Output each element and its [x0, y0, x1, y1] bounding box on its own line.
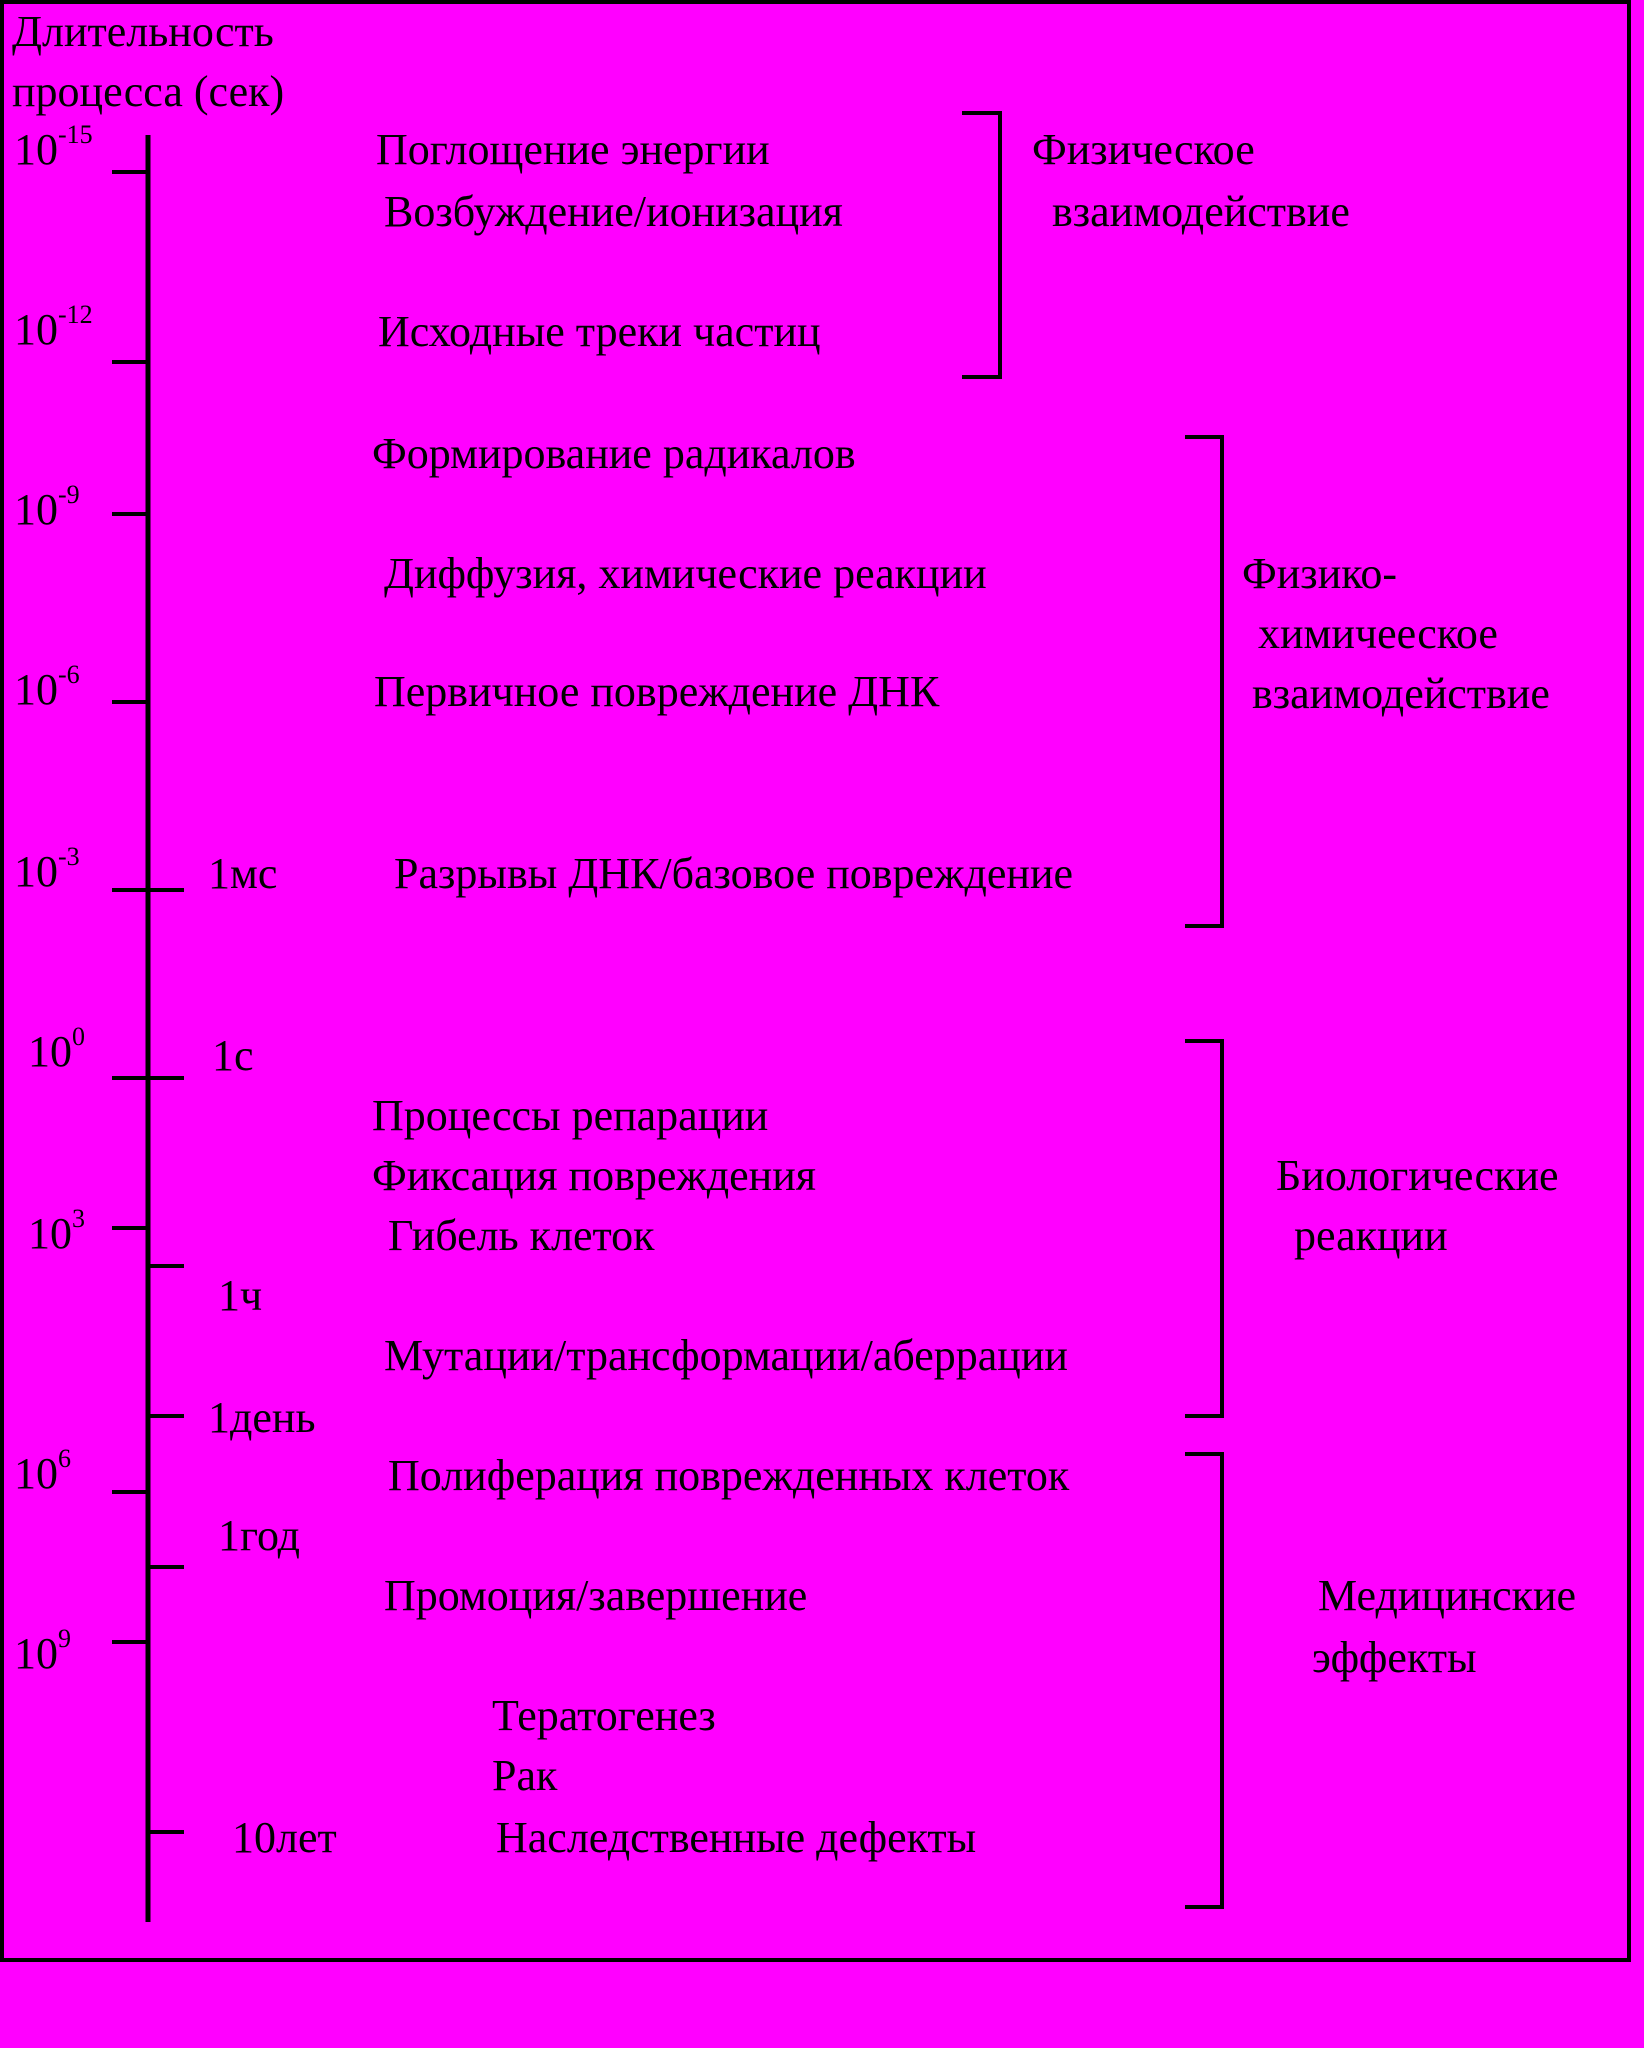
- process-repair: Процессы репарации: [372, 1091, 769, 1140]
- exponent-ticks: [112, 170, 148, 1644]
- exp-label-e-6: 10-6: [14, 660, 80, 714]
- stage-physchem-line3: взаимодействие: [1252, 669, 1550, 718]
- process-damage-fixation: Фиксация повреждения: [372, 1151, 817, 1200]
- bracket-physical: [962, 111, 1002, 379]
- process-teratogenesis: Тератогенез: [492, 1691, 716, 1740]
- time-mark-1s: 1с: [212, 1031, 254, 1080]
- stage-biological-line2: реакции: [1294, 1211, 1448, 1260]
- process-radical-formation: Формирование радикалов: [372, 429, 856, 478]
- time-mark-1h: 1ч: [218, 1271, 263, 1320]
- exp-label-e-3: 10-3: [14, 842, 80, 896]
- calendar-ticks: [148, 888, 184, 1834]
- process-initial-tracks: Исходные треки частиц: [378, 307, 821, 356]
- stage-medical-line1: Медицинские: [1318, 1571, 1577, 1620]
- axis-title-line2: процесса (сек): [12, 67, 285, 116]
- bracket-physchem: [1185, 435, 1224, 928]
- process-diffusion: Диффузия, химические реакции: [384, 549, 987, 598]
- process-primary-dna-damage: Первичное повреждение ДНК: [374, 667, 940, 716]
- time-mark-1ms: 1мс: [208, 849, 278, 898]
- time-mark-1year: 1год: [218, 1511, 301, 1560]
- process-excitation-ionization: Возбуждение/ионизация: [384, 187, 843, 236]
- exp-label-e-12: 10-12: [14, 300, 93, 354]
- stage-physchem-line1: Физико-: [1242, 549, 1398, 598]
- exp-label-e3: 103: [28, 1204, 85, 1258]
- time-mark-10years: 10лет: [232, 1813, 337, 1862]
- exp-label-e0: 100: [28, 1022, 85, 1076]
- process-mutations: Мутации/трансформации/аберрации: [384, 1331, 1068, 1380]
- process-dna-breaks: Разрывы ДНК/базовое повреждение: [394, 849, 1074, 898]
- process-cell-death: Гибель клеток: [388, 1211, 655, 1260]
- stage-biological-line1: Биологические: [1276, 1151, 1559, 1200]
- stage-physical-line2: взаимодействие: [1052, 187, 1350, 236]
- exp-label-e-9: 10-9: [14, 480, 80, 534]
- bracket-medical: [1185, 1452, 1224, 1909]
- time-mark-1day: 1день: [208, 1393, 316, 1442]
- process-cancer: Рак: [492, 1751, 558, 1800]
- exp-label-e-15: 10-15: [14, 120, 93, 174]
- stage-physchem-line2: химичееское: [1258, 609, 1498, 658]
- process-hereditary-defects: Наследственные дефекты: [496, 1813, 977, 1862]
- outer-border: [0, 0, 1631, 1962]
- stage-medical-line2: эффекты: [1312, 1633, 1477, 1682]
- exp-label-e6: 106: [14, 1444, 71, 1498]
- axis-title-line1: Длительность: [12, 7, 274, 56]
- process-promotion: Промоция/завершение: [384, 1571, 808, 1620]
- process-energy-absorption: Поглощение энергии: [376, 125, 770, 174]
- bracket-biological: [1185, 1039, 1224, 1418]
- process-proliferation: Полиферация поврежденных клеток: [388, 1451, 1070, 1500]
- stage-physical-line1: Физическое: [1032, 125, 1255, 174]
- exp-label-e9: 109: [14, 1624, 71, 1678]
